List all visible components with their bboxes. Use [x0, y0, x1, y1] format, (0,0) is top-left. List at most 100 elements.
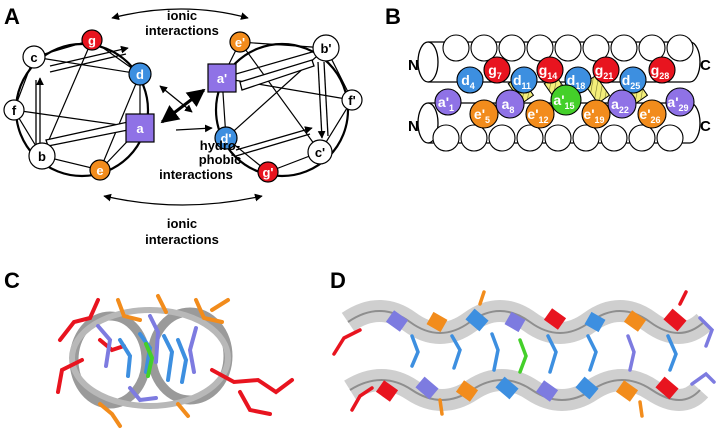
svg-text:d': d' [220, 131, 231, 146]
residue-a-prime-29: a'29 [665, 87, 695, 117]
side-chains-green [144, 342, 155, 378]
svg-text:a': a' [217, 71, 227, 86]
svg-text:g': g' [262, 165, 273, 180]
helix-ribbon-bottom [344, 369, 709, 411]
svg-text:a: a [136, 121, 144, 136]
right-wheel-outline [214, 42, 350, 178]
residue-e-prime-12: e'12 [525, 99, 555, 129]
background-residue [656, 124, 684, 152]
residue-a-8: a8 [495, 89, 525, 119]
residue-e-prime-26: e'26 [637, 99, 667, 129]
residue-b: b [28, 142, 56, 170]
svg-text:ionic: ionic [167, 8, 197, 23]
left-wheel-residues: g d a e b f c [3, 29, 155, 181]
side-chains-orange [98, 294, 230, 428]
background-residue [554, 34, 582, 62]
background-residue [628, 124, 656, 152]
background-residue [470, 34, 498, 62]
panel-label-a: A [4, 4, 20, 29]
ribbon-color-segments [375, 308, 687, 402]
residue-e-prime-5: e'5 [469, 99, 499, 129]
residue-f: f [3, 99, 25, 121]
terminus-n-bottom: N [408, 118, 419, 135]
background-residue [432, 124, 460, 152]
svg-text:hydro-: hydro- [200, 138, 240, 153]
residue-d-prime: d' [214, 126, 238, 150]
residue-d-4: d4 [456, 66, 484, 94]
background-residue [610, 34, 638, 62]
residue-a: a [125, 113, 155, 143]
svg-text:interactions: interactions [145, 232, 219, 247]
svg-text:phobic: phobic [199, 152, 242, 167]
svg-text:e': e' [235, 35, 245, 50]
residue-e-prime: e' [229, 31, 251, 53]
svg-text:d: d [136, 67, 144, 82]
terminus-c-top: C [700, 57, 711, 74]
side-chains-purple [96, 314, 198, 403]
hydrophobic-label: hydro- phobic interactions [159, 138, 241, 182]
terminus-c-bottom: C [700, 118, 711, 135]
residue-d: d [128, 62, 152, 86]
right-wheel-arrows [235, 59, 329, 157]
residue-c-prime: c' [307, 139, 333, 165]
hydrophobic-arrow-cross-2 [175, 124, 213, 133]
svg-text:c: c [30, 50, 37, 65]
panel-label-c: C [4, 268, 20, 293]
panel-d-side-view-structure [332, 290, 716, 418]
residue-c: c [22, 45, 46, 69]
background-residue [460, 124, 488, 152]
svg-text:interactions: interactions [159, 167, 233, 182]
residue-g-prime: g' [257, 161, 279, 183]
panel-c-end-view-structure [56, 294, 294, 428]
interface-side-chains [332, 290, 716, 418]
residue-a-prime-1: a'1 [434, 88, 462, 116]
left-wheel-arrows [35, 45, 129, 150]
hydrophobic-arrow-main [160, 88, 206, 124]
residue-a-prime: a' [207, 63, 237, 93]
right-wheel-residues: e' b' f' c' g' d' a' [207, 31, 363, 183]
svg-text:c': c' [315, 145, 325, 160]
background-residue [544, 124, 572, 152]
bottom-ionic-label: ionic interactions [145, 216, 219, 247]
background-residue [600, 124, 628, 152]
background-residue [516, 124, 544, 152]
residue-a-22: a22 [607, 89, 637, 119]
background-residues-bottom [432, 124, 684, 152]
residue-b-prime: b' [312, 34, 340, 62]
residue-d-25: d25 [619, 66, 647, 94]
panel-label-d: D [330, 268, 346, 293]
residue-g: g [81, 29, 103, 51]
svg-text:ionic: ionic [167, 216, 197, 231]
background-residue [572, 124, 600, 152]
top-ionic-label: ionic interactions [145, 8, 219, 38]
side-chains-blue [118, 332, 189, 384]
residue-g-21: g21 [592, 56, 620, 84]
svg-text:b': b' [320, 41, 331, 56]
background-residue [498, 34, 526, 62]
svg-text:b: b [38, 149, 46, 164]
svg-text:g: g [88, 33, 96, 48]
residue-g-28: g28 [648, 56, 676, 84]
top-ionic-arrow [111, 8, 249, 21]
background-residue [488, 124, 516, 152]
svg-text:e: e [96, 163, 103, 178]
background-residue [666, 34, 694, 62]
background-residues-top [442, 34, 694, 62]
hydrophobic-arrow-cross-1 [159, 85, 193, 113]
svg-text:f': f' [348, 93, 355, 108]
residue-d-11: d11 [510, 66, 538, 94]
residue-g-7: g7 [483, 56, 511, 84]
residue-f-prime: f' [341, 89, 363, 111]
svg-text:f: f [12, 103, 17, 118]
residue-e-prime-19: e'19 [581, 99, 611, 129]
helix-ribbon-top [341, 300, 712, 344]
panel-a-helical-wheels: g d a e b f c e' b' f' c' g' d' a' ionic… [3, 8, 363, 247]
side-chains-red [56, 298, 294, 416]
background-residue [442, 34, 470, 62]
terminus-n-top: N [408, 57, 419, 74]
svg-text:interactions: interactions [145, 23, 219, 38]
bottom-ionic-arrow [103, 193, 263, 206]
residue-g-14: g14 [536, 56, 564, 84]
residue-e: e [89, 159, 111, 181]
